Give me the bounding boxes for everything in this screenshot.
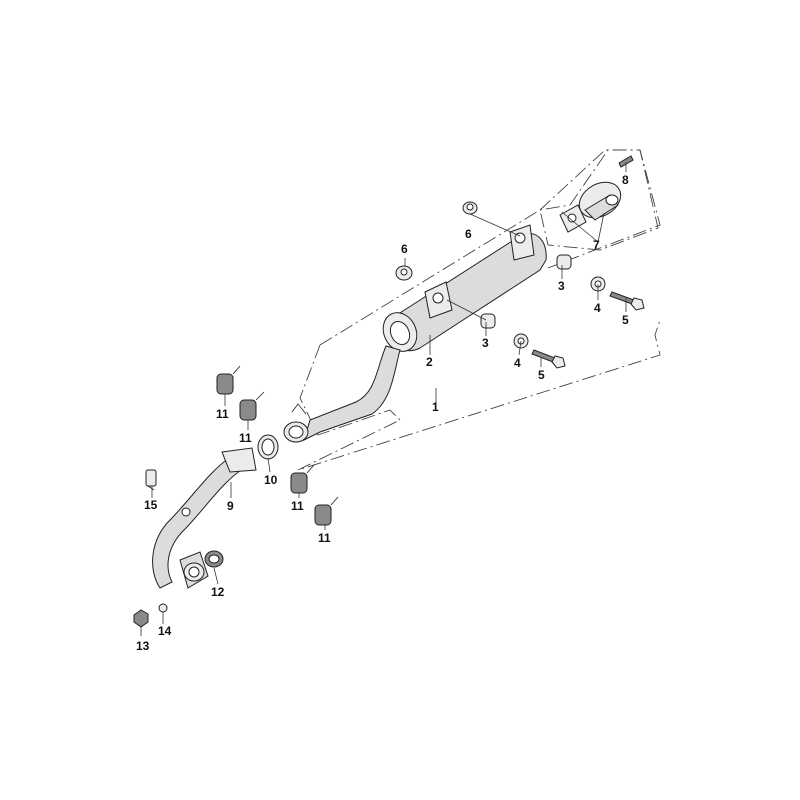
callout-11c: 11 [291,499,304,513]
spring-1[interactable] [216,365,241,395]
callout-5b: 5 [622,313,629,327]
screw-8[interactable] [618,155,634,168]
bolt-5b[interactable] [609,291,645,311]
callout-15: 15 [144,498,158,512]
callout-3b: 3 [558,279,565,293]
callout-1: 1 [432,400,439,414]
washer[interactable] [158,603,168,613]
muffler[interactable] [377,224,547,357]
nut-6a[interactable] [395,265,413,281]
callout-6b: 6 [465,227,472,241]
bolt-5a[interactable] [531,349,566,369]
rubber-mount-3a[interactable] [480,313,496,329]
callout-11d: 11 [318,531,331,545]
assembly-7-outline [539,149,659,251]
callout-13: 13 [136,639,150,653]
callout-4b: 4 [594,301,601,315]
callout-9: 9 [227,499,234,513]
callout-11b: 11 [239,431,252,445]
callout-11a: 11 [216,407,229,421]
spring-2[interactable] [239,391,265,421]
link-pipe[interactable] [283,345,401,443]
end-cap-assembly[interactable] [559,175,627,233]
callout-5a: 5 [538,368,545,382]
spring-3[interactable] [290,464,315,494]
sensor[interactable] [145,469,157,491]
exhaust-gasket[interactable] [204,550,224,568]
callout-3a: 3 [482,336,489,350]
callout-4a: 4 [514,356,521,370]
callout-7: 7 [593,238,600,252]
callout-10: 10 [264,473,278,487]
callout-14: 14 [158,624,172,638]
callout-2: 2 [426,355,433,369]
nut-6b[interactable] [462,201,478,215]
gasket-ring[interactable] [257,434,279,460]
callout-8: 8 [622,173,629,187]
leader-lines [140,162,627,636]
callout-12: 12 [211,585,225,599]
header-pipe[interactable] [152,447,257,589]
nut[interactable] [133,609,149,628]
callouts: 1 2 3 3 4 4 5 5 6 6 7 8 9 10 11 11 11 11… [136,173,629,653]
callout-6a: 6 [401,242,408,256]
rubber-mount-3b[interactable] [556,254,572,270]
spring-4[interactable] [314,496,339,526]
